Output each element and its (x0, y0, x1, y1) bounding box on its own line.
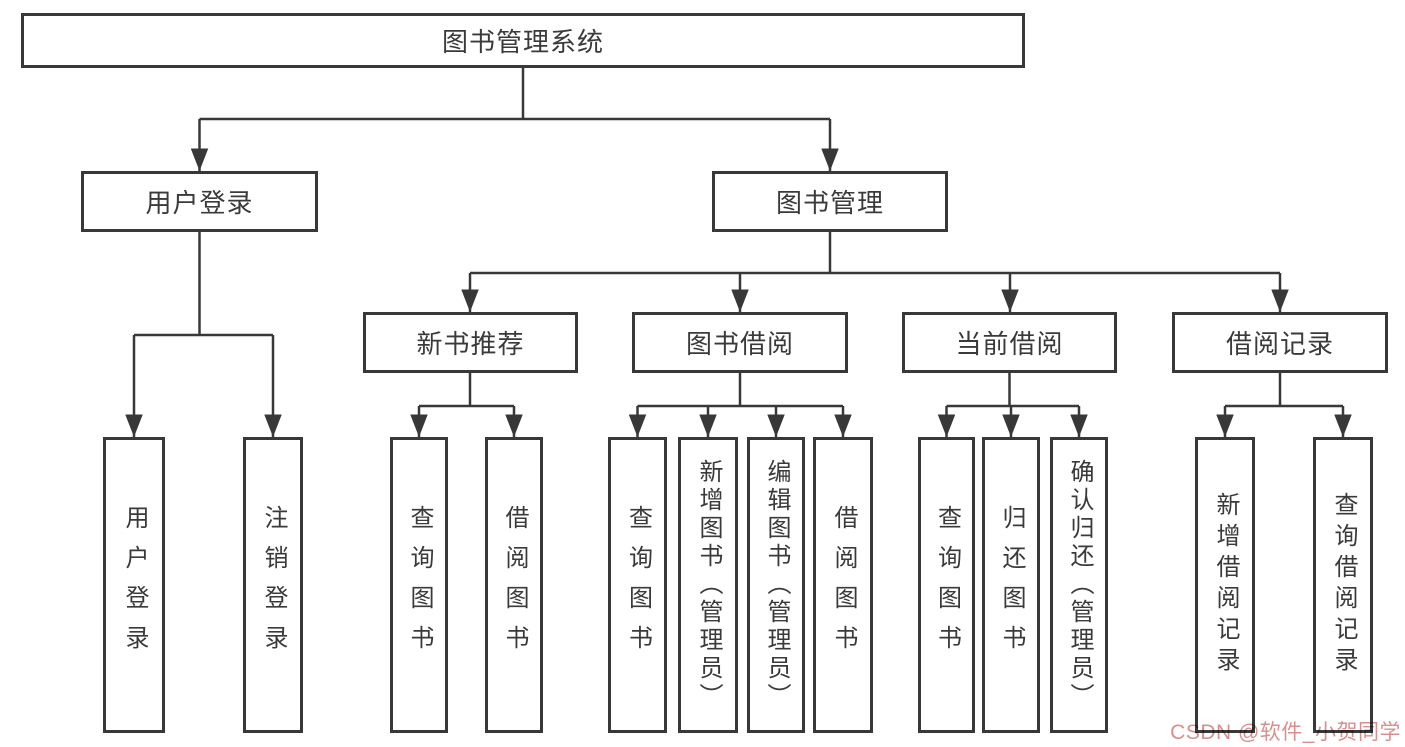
leaf-add-books-admin: 新增图书（管理员） (678, 437, 738, 733)
node-book-management-branch: 图书管理 (712, 171, 948, 232)
node-label: 图书管理系统 (441, 27, 604, 57)
leaf-confirm-return-admin: 确认归还（管理员） (1050, 437, 1108, 733)
leaf-add-borrow-record: 新增借阅记录 (1195, 437, 1255, 733)
leaf-label: 查询图书 (406, 505, 433, 665)
leaf-label: 借阅图书 (830, 505, 857, 665)
leaf-query-books-current: 查询图书 (918, 437, 975, 733)
leaf-logout: 注销登录 (243, 437, 303, 733)
leaf-label: 注销登录 (260, 505, 287, 665)
leaf-label: 归还图书 (998, 505, 1025, 665)
leaf-borrow-books-recommend: 借阅图书 (485, 437, 543, 733)
node-borrowing-records: 借阅记录 (1172, 312, 1388, 373)
node-label: 图书借阅 (685, 329, 794, 359)
leaf-label: 查询借阅记录 (1330, 492, 1357, 678)
node-label: 当前借阅 (955, 329, 1064, 359)
node-label: 借阅记录 (1225, 329, 1334, 359)
leaf-label: 查询图书 (624, 505, 652, 665)
leaf-label: 查询图书 (933, 505, 961, 665)
node-label: 新书推荐 (416, 329, 525, 359)
csdn-watermark: CSDN @软件_小贺同学 (1170, 721, 1401, 744)
node-label: 用户登录 (145, 188, 254, 218)
node-label: 图书管理 (775, 188, 884, 218)
leaf-edit-books-admin: 编辑图书（管理员） (747, 437, 805, 733)
node-user-login-branch: 用户登录 (81, 171, 318, 232)
leaf-user-login: 用户登录 (103, 437, 165, 733)
leaf-borrow-books: 借阅图书 (813, 437, 873, 733)
leaf-query-books-recommend: 查询图书 (390, 437, 448, 733)
leaf-return-books: 归还图书 (982, 437, 1040, 733)
leaf-label: 借阅图书 (501, 505, 528, 665)
node-book-borrowing: 图书借阅 (632, 312, 848, 373)
leaf-query-borrow-record: 查询借阅记录 (1313, 437, 1373, 733)
leaf-label: 新增借阅记录 (1212, 492, 1239, 678)
leaf-label: 确认归还（管理员） (1066, 459, 1093, 711)
leaf-label: 编辑图书（管理员） (763, 459, 790, 711)
leaf-label: 用户登录 (121, 505, 148, 665)
leaf-label: 新增图书（管理员） (695, 459, 722, 711)
leaf-query-books-borrow: 查询图书 (608, 437, 667, 733)
node-current-borrowing: 当前借阅 (902, 312, 1117, 373)
node-new-book-recommend: 新书推荐 (363, 312, 578, 373)
node-library-management-system: 图书管理系统 (21, 13, 1025, 68)
